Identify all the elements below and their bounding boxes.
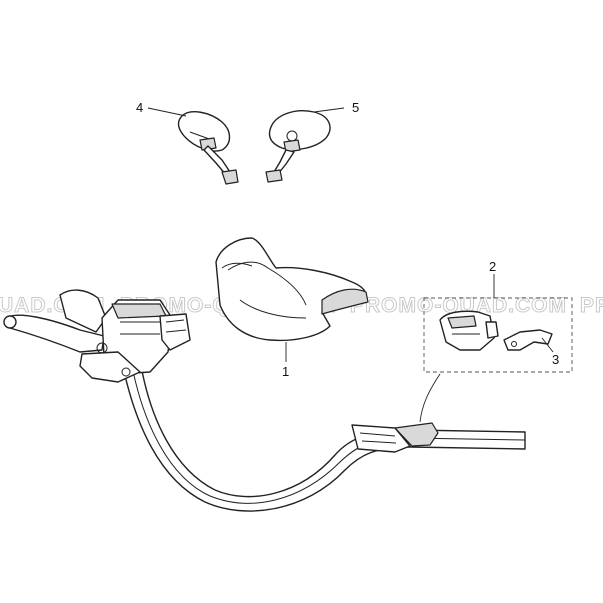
mirror-left	[177, 111, 239, 185]
mirror-right	[265, 110, 331, 183]
callout-3: 3	[552, 352, 559, 367]
callout-2: 2	[489, 259, 496, 274]
control-switch	[423, 297, 573, 373]
brake-lever-assembly	[3, 289, 191, 383]
callout-5: 5	[352, 100, 359, 115]
watermark-text: PF	[580, 294, 603, 317]
detail-box	[423, 297, 573, 373]
callout-4: 4	[136, 100, 143, 115]
callout-1: 1	[282, 364, 289, 379]
handlebar-cover	[215, 237, 369, 342]
leader-lines	[147, 107, 554, 362]
handlebar	[121, 359, 526, 512]
